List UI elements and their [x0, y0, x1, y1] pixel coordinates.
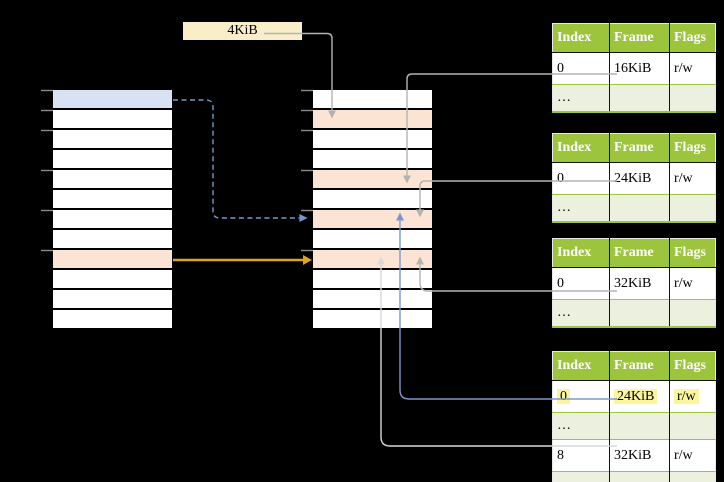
column-header-frame: Frame — [609, 133, 670, 163]
column-header-flags: Flags — [669, 133, 716, 163]
cell-flags — [669, 194, 716, 222]
cell-flags — [669, 84, 716, 112]
cell-flags: r/w — [669, 162, 716, 195]
physical-frame-row — [313, 190, 432, 208]
table-header-row: Index Frame Flags — [552, 351, 716, 381]
table-header-row: Index Frame Flags — [552, 238, 716, 268]
cell-index: 8 — [557, 447, 564, 463]
table-header-row: Index Frame Flags — [552, 23, 716, 53]
physical-frame-row — [313, 170, 432, 188]
physical-frame-row — [313, 210, 432, 228]
page-table-entry: 0 16KiB r/w — [553, 52, 716, 85]
page-table-1: Index Frame Flags 0 16KiB r/w … — [552, 23, 716, 113]
virtual-page-row — [53, 250, 172, 268]
column-header-flags: Flags — [669, 351, 716, 381]
virtual-page-row — [53, 290, 172, 308]
column-header-flags: Flags — [669, 23, 716, 53]
cell-flags: r/w — [669, 380, 716, 413]
cell-frame: 24KiB — [609, 162, 670, 195]
page-table-ellipsis-row: … — [552, 84, 716, 112]
cell-index: 0 — [557, 60, 564, 76]
page-table-entry-highlighted: 0 24KiB r/w — [553, 380, 716, 413]
cell-index: … — [553, 472, 610, 482]
cell-frame — [609, 471, 670, 482]
cell-frame: 32KiB — [609, 439, 670, 472]
virtual-page-row — [53, 110, 172, 128]
cell-index: … — [557, 200, 571, 215]
column-header-frame: Frame — [609, 351, 670, 381]
cell-index: … — [557, 418, 571, 433]
cell-index: … — [557, 305, 571, 320]
cell-frame: 24KiB — [609, 380, 670, 413]
physical-address-ticks — [301, 89, 313, 252]
virtual-page-row — [53, 150, 172, 168]
cell-frame — [609, 194, 670, 222]
page-table-ellipsis-row: … — [552, 194, 716, 222]
virtual-page-row — [53, 130, 172, 148]
physical-frame-row — [313, 150, 432, 168]
highlight: 0 — [557, 388, 570, 404]
cell-index: … — [557, 90, 571, 105]
arrow-virtual0-to-frame6-dashed — [173, 99, 308, 222]
physical-memory-table — [313, 90, 432, 330]
cell-frame: 32KiB — [609, 267, 670, 300]
physical-frame-row — [313, 130, 432, 148]
cell-index: 0 — [557, 275, 564, 291]
virtual-address-ticks — [41, 89, 53, 252]
column-header-flags: Flags — [669, 238, 716, 268]
column-header-frame: Frame — [609, 23, 670, 53]
cell-frame — [609, 412, 670, 440]
cell-index: 0 — [557, 170, 564, 186]
column-header-index: Index — [552, 133, 610, 163]
page-table-2: Index Frame Flags 0 24KiB r/w … — [552, 133, 716, 223]
page-table-3: Index Frame Flags 0 32KiB r/w … — [552, 238, 716, 328]
physical-frame-row — [313, 250, 432, 268]
virtual-memory-table — [53, 90, 172, 330]
virtual-page-row — [53, 90, 172, 108]
physical-frame-row — [313, 110, 432, 128]
column-header-index: Index — [552, 23, 610, 53]
highlight: 24KiB — [614, 388, 658, 404]
page-table-ellipsis-row: … — [552, 299, 716, 327]
page-table-4: Index Frame Flags 0 24KiB r/w … 8 32KiB … — [552, 351, 716, 482]
virtual-page-row — [53, 210, 172, 228]
virtual-page-row — [53, 230, 172, 248]
virtual-page-row — [53, 190, 172, 208]
page-table-entry: 0 24KiB r/w — [553, 162, 716, 195]
page-table-ellipsis-row: … — [552, 412, 716, 440]
virtual-page-row — [53, 310, 172, 328]
cell-index: 0 — [553, 381, 610, 413]
physical-frame-row — [313, 290, 432, 308]
page-table-entry: 0 32KiB r/w — [553, 267, 716, 300]
cell-flags — [669, 471, 716, 482]
page-table-entry: 8 32KiB r/w — [552, 439, 716, 472]
physical-frame-row — [313, 90, 432, 108]
virtual-page-row — [53, 270, 172, 288]
cell-flags: r/w — [669, 439, 716, 472]
cell-frame — [609, 84, 670, 112]
highlight: r/w — [674, 388, 699, 404]
physical-frame-row — [313, 270, 432, 288]
cell-flags: r/w — [669, 52, 716, 85]
cell-flags — [669, 412, 716, 440]
column-header-frame: Frame — [609, 238, 670, 268]
physical-frame-row — [313, 230, 432, 248]
physical-frame-row — [313, 310, 432, 328]
cell-frame — [609, 299, 670, 327]
table-header-row: Index Frame Flags — [552, 133, 716, 163]
frame-size-label: 4KiB — [183, 22, 302, 40]
cell-frame: 16KiB — [609, 52, 670, 85]
column-header-index: Index — [552, 238, 610, 268]
column-header-index: Index — [552, 351, 610, 381]
cell-flags: r/w — [669, 267, 716, 300]
cell-flags — [669, 299, 716, 327]
virtual-page-row — [53, 170, 172, 188]
page-table-ellipsis-row: … — [552, 471, 716, 482]
